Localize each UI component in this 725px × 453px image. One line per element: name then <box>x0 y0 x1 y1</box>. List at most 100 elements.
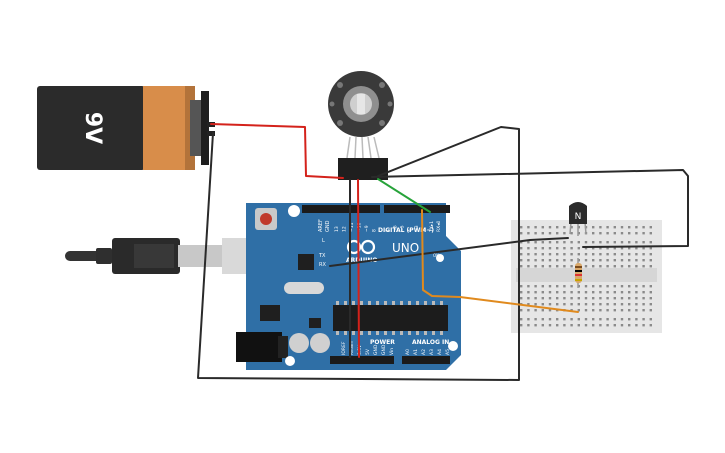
breadboard-hole[interactable] <box>534 259 537 262</box>
breadboard-hole[interactable] <box>527 226 530 229</box>
breadboard-hole[interactable] <box>642 259 645 262</box>
breadboard-hole[interactable] <box>649 285 652 288</box>
breadboard-hole[interactable] <box>592 303 595 306</box>
breadboard-hole[interactable] <box>642 265 645 268</box>
breadboard-hole[interactable] <box>570 259 573 262</box>
breadboard-hole[interactable] <box>628 247 631 250</box>
breadboard-hole[interactable] <box>613 318 616 321</box>
breadboard-hole[interactable] <box>520 285 523 288</box>
breadboard-hole[interactable] <box>606 303 609 306</box>
breadboard-hole[interactable] <box>556 291 559 294</box>
breadboard-hole[interactable] <box>584 253 588 256</box>
breadboard-hole[interactable] <box>642 291 645 294</box>
breadboard-hole[interactable] <box>534 285 537 288</box>
breadboard-hole[interactable] <box>606 324 609 327</box>
breadboard-hole[interactable] <box>642 297 645 300</box>
breadboard-hole[interactable] <box>570 285 573 288</box>
breadboard-hole[interactable] <box>556 265 559 268</box>
breadboard-hole[interactable] <box>570 241 573 244</box>
breadboard-hole[interactable] <box>520 324 523 327</box>
breadboard-hole[interactable] <box>620 291 624 294</box>
breadboard-hole[interactable] <box>592 253 595 256</box>
breadboard-hole[interactable] <box>527 291 530 294</box>
wire-black-breadboard[interactable] <box>371 169 689 248</box>
breadboard-hole[interactable] <box>534 241 537 244</box>
breadboard-hole[interactable] <box>563 265 566 268</box>
breadboard-hole[interactable] <box>592 247 595 250</box>
breadboard-hole[interactable] <box>649 297 652 300</box>
breadboard-hole[interactable] <box>606 247 609 250</box>
breadboard-hole[interactable] <box>613 247 616 250</box>
breadboard-hole[interactable] <box>628 297 631 300</box>
breadboard-hole[interactable] <box>613 226 616 229</box>
breadboard-hole[interactable] <box>577 285 580 288</box>
breadboard-hole[interactable] <box>606 259 609 262</box>
breadboard-hole[interactable] <box>635 318 638 321</box>
breadboard-hole[interactable] <box>570 291 573 294</box>
breadboard-hole[interactable] <box>620 318 624 321</box>
breadboard-hole[interactable] <box>556 324 559 327</box>
breadboard-hole[interactable] <box>534 253 537 256</box>
breadboard-hole[interactable] <box>556 247 559 250</box>
breadboard-hole[interactable] <box>584 247 588 250</box>
breadboard-hole[interactable] <box>548 309 552 312</box>
breadboard-hole[interactable] <box>556 285 559 288</box>
breadboard-hole[interactable] <box>577 247 580 250</box>
breadboard-hole[interactable] <box>527 285 530 288</box>
breadboard-hole[interactable] <box>556 318 559 321</box>
breadboard-hole[interactable] <box>649 309 652 312</box>
breadboard-hole[interactable] <box>527 241 530 244</box>
breadboard-hole[interactable] <box>642 232 645 235</box>
breadboard-hole[interactable] <box>599 247 602 250</box>
breadboard-hole[interactable] <box>592 285 595 288</box>
breadboard-hole[interactable] <box>620 247 624 250</box>
breadboard-hole[interactable] <box>520 297 523 300</box>
resistor[interactable] <box>575 258 582 288</box>
arduino-uno-board[interactable]: AREF GND DIGITAL (PWM~) UNO ARDUINO TX R… <box>236 203 461 370</box>
breadboard-hole[interactable] <box>649 318 652 321</box>
breadboard-hole[interactable] <box>584 324 588 327</box>
breadboard-hole[interactable] <box>548 265 552 268</box>
breadboard-hole[interactable] <box>556 232 559 235</box>
breadboard-hole[interactable] <box>592 324 595 327</box>
breadboard-hole[interactable] <box>649 226 652 229</box>
breadboard-hole[interactable] <box>556 226 559 229</box>
breadboard-hole[interactable] <box>606 253 609 256</box>
breadboard-hole[interactable] <box>649 247 652 250</box>
breadboard-hole[interactable] <box>613 253 616 256</box>
breadboard-hole[interactable] <box>592 297 595 300</box>
breadboard-hole[interactable] <box>620 297 624 300</box>
breadboard-hole[interactable] <box>599 265 602 268</box>
breadboard-hole[interactable] <box>584 297 588 300</box>
wire-green[interactable] <box>377 178 431 213</box>
breadboard-hole[interactable] <box>548 291 552 294</box>
breadboard-hole[interactable] <box>570 265 573 268</box>
breadboard-hole[interactable] <box>599 303 602 306</box>
usb-cable[interactable] <box>65 238 272 274</box>
breadboard-hole[interactable] <box>642 303 645 306</box>
breadboard-hole[interactable] <box>584 285 588 288</box>
breadboard-hole[interactable] <box>570 253 573 256</box>
breadboard-hole[interactable] <box>642 253 645 256</box>
breadboard-hole[interactable] <box>520 309 523 312</box>
breadboard-hole[interactable] <box>606 226 609 229</box>
breadboard-hole[interactable] <box>534 226 537 229</box>
breadboard-hole[interactable] <box>635 309 638 312</box>
breadboard-hole[interactable] <box>592 291 595 294</box>
breadboard-hole[interactable] <box>548 259 552 262</box>
breadboard-hole[interactable] <box>606 297 609 300</box>
breadboard-hole[interactable] <box>556 253 559 256</box>
breadboard-hole[interactable] <box>577 309 580 312</box>
breadboard-hole[interactable] <box>541 226 544 229</box>
breadboard-hole[interactable] <box>635 265 638 268</box>
breadboard-hole[interactable] <box>541 285 544 288</box>
breadboard-hole[interactable] <box>520 259 523 262</box>
breadboard-hole[interactable] <box>606 241 609 244</box>
breadboard-hole[interactable] <box>527 259 530 262</box>
breadboard-hole[interactable] <box>534 297 537 300</box>
breadboard-hole[interactable] <box>584 318 588 321</box>
breadboard-hole[interactable] <box>649 265 652 268</box>
breadboard-hole[interactable] <box>584 291 588 294</box>
breadboard-hole[interactable] <box>606 265 609 268</box>
breadboard-hole[interactable] <box>570 226 573 229</box>
